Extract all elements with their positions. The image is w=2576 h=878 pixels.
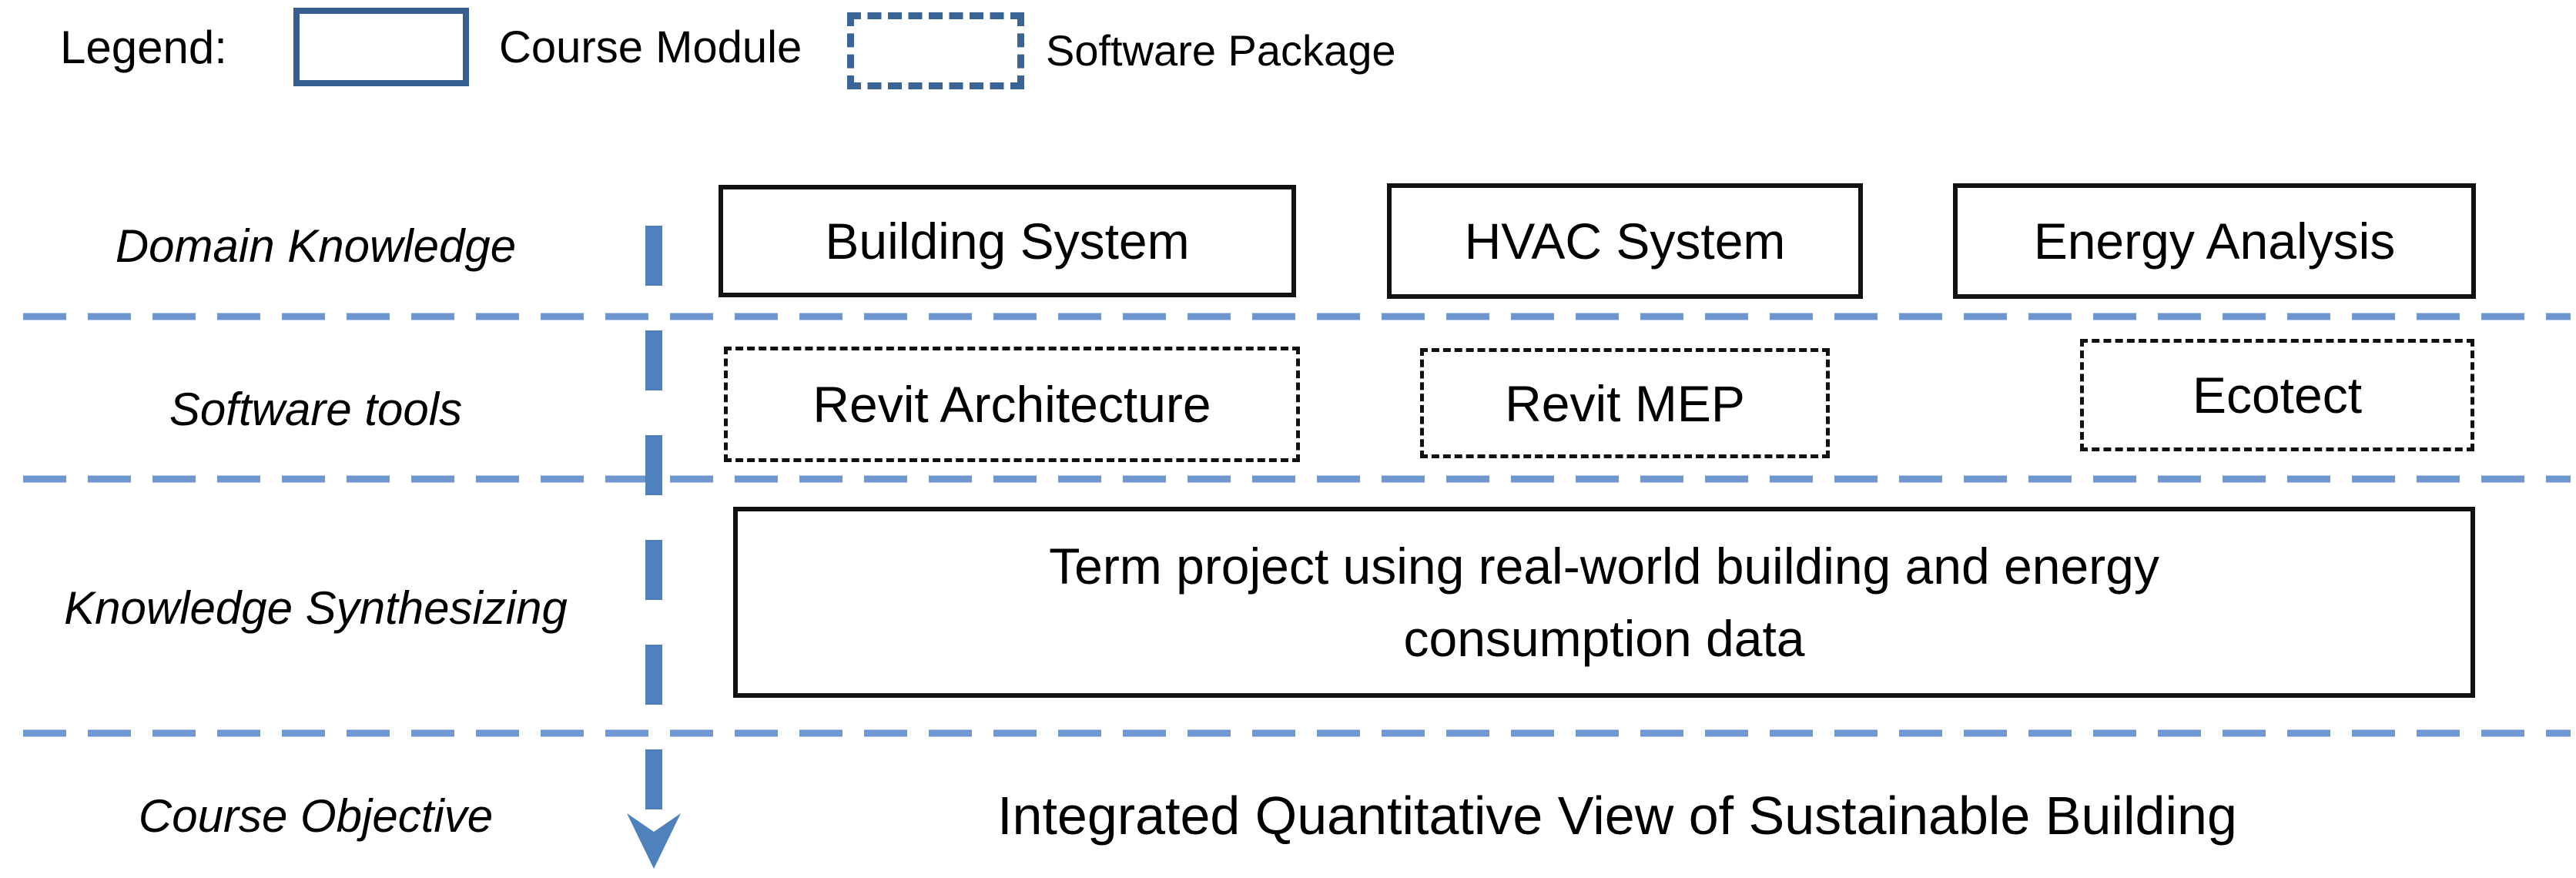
box-revit-architecture: Revit Architecture [724, 347, 1300, 462]
row-label-course-objective: Course Objective [138, 790, 494, 842]
box-energy-analysis: Energy Analysis [1953, 183, 2476, 299]
row-label-domain-knowledge: Domain Knowledge [115, 220, 517, 272]
box-building-system: Building System [719, 185, 1296, 297]
term-project-line-1: Term project using real-world building a… [1049, 538, 2159, 595]
legend-title: Legend: [60, 22, 227, 73]
course-objective-text: Integrated Quantitative View of Sustaina… [997, 786, 2237, 846]
course-module-swatch-icon [293, 8, 469, 86]
legend-item-course-module: Course Module [499, 22, 802, 72]
flow-arrow-head-icon [627, 813, 681, 869]
row-label-knowledge-synthesizing: Knowledge Synthesizing [64, 582, 568, 634]
box-revit-mep: Revit MEP [1420, 348, 1830, 458]
term-project-line-2: consumption data [1403, 610, 1805, 667]
row-label-software-tools: Software tools [169, 384, 463, 435]
box-term-project: Term project using real-world building a… [733, 507, 2475, 698]
box-hvac-system: HVAC System [1387, 183, 1863, 299]
legend-item-software-package: Software Package [1046, 26, 1396, 75]
box-ecotect: Ecotect [2080, 339, 2474, 451]
software-package-swatch-icon [847, 12, 1024, 89]
